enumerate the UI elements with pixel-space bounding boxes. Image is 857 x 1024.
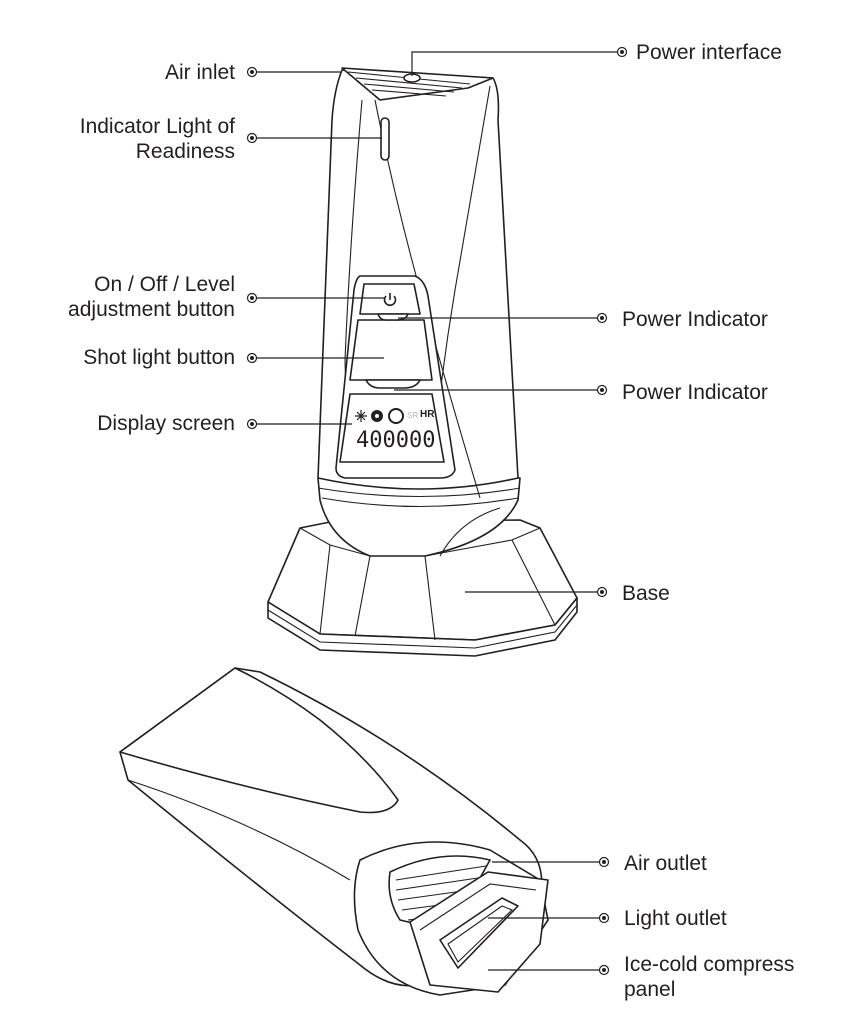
label-air-outlet: Air outlet (624, 851, 707, 876)
screen-counter: 400000 (356, 428, 436, 453)
label-display-screen: Display screen (97, 411, 235, 436)
label-ice-cold-panel: Ice-cold compress panel (624, 952, 794, 1002)
snowflake-icon (355, 410, 367, 422)
circle-icon (388, 408, 404, 424)
power-indicator-lower (365, 379, 421, 389)
label-shot-light-text: Shot light button (83, 346, 235, 369)
label-light-outlet-text: Light outlet (624, 907, 727, 930)
shot-light-button[interactable] (349, 319, 433, 381)
label-power-indicator-1-text: Power Indicator (622, 308, 768, 331)
power-icon (383, 293, 397, 307)
label-ice-line2: panel (624, 978, 676, 1001)
label-power-indicator-1: Power Indicator (622, 307, 768, 332)
screen-mode-dim: SR (407, 411, 419, 420)
label-air-inlet-text: Air inlet (164, 61, 235, 84)
label-ice-line1: Ice-cold compress (624, 953, 795, 976)
base (267, 519, 578, 657)
leader-lines (246, 46, 628, 976)
label-power-interface-text: Power interface (636, 41, 782, 64)
label-power-interface: Power interface (636, 40, 782, 65)
label-indicator-light-line1: Indicator Light of (79, 115, 235, 138)
light-outlet (439, 897, 519, 969)
label-onoff-line1: On / Off / Level (94, 273, 235, 296)
label-shot-light-button: Shot light button (83, 345, 235, 370)
screen-icons (355, 293, 404, 424)
power-indicator-upper (377, 313, 409, 321)
display-screen (339, 393, 445, 463)
label-power-indicator-2-text: Power Indicator (622, 381, 768, 404)
label-indicator-light: Indicator Light of Readiness (80, 114, 235, 164)
label-air-outlet-text: Air outlet (624, 852, 707, 875)
label-onoff-line2: adjustment button (68, 298, 235, 321)
label-onoff-button: On / Off / Level adjustment button (68, 272, 235, 322)
label-air-inlet: Air inlet (165, 60, 235, 85)
label-indicator-light-line2: Readiness (135, 140, 235, 163)
screen-mode: HR (420, 409, 435, 420)
readiness-indicator-light (380, 117, 390, 161)
handpiece (119, 667, 549, 996)
label-display-screen-text: Display screen (97, 412, 235, 435)
label-base: Base (622, 581, 670, 606)
label-light-outlet: Light outlet (624, 906, 727, 931)
label-power-indicator-2: Power Indicator (622, 380, 768, 405)
tower (317, 67, 521, 557)
label-base-text: Base (622, 582, 670, 605)
fan-icon (371, 410, 383, 422)
